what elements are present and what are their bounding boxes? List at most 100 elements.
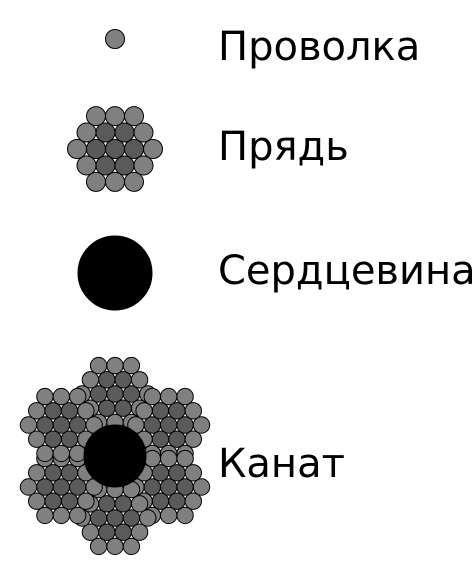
wire-circle <box>114 399 132 417</box>
wire-circle <box>176 449 194 468</box>
wire-circle <box>36 387 54 406</box>
wire-circle <box>176 506 194 525</box>
wire-circle <box>89 537 108 556</box>
wire-label: Проволка <box>218 24 421 70</box>
wire-circle <box>114 523 132 541</box>
wire-circle <box>81 523 100 541</box>
wire-circle <box>98 371 116 389</box>
wire-circle <box>114 122 135 143</box>
wire-circle <box>67 139 87 159</box>
wire-circle <box>60 430 79 448</box>
wire-circle <box>176 416 194 434</box>
rope-label: Канат <box>218 441 345 487</box>
wire-circle <box>159 416 178 434</box>
wire-circle <box>95 155 116 176</box>
wire-circle <box>114 155 135 176</box>
wire-circle <box>184 492 202 510</box>
wire-circle <box>192 478 211 496</box>
wire-circle <box>77 492 95 510</box>
wire-circle <box>69 416 87 434</box>
wire-circle <box>105 29 125 49</box>
wire-circle <box>143 416 161 434</box>
wire-circle <box>86 139 106 159</box>
wire-circle <box>130 371 149 389</box>
wire-circle <box>69 506 87 525</box>
wire-circle <box>143 449 161 468</box>
wire-circle <box>44 402 62 420</box>
wire-circle <box>89 385 108 403</box>
wire-circle <box>60 464 79 482</box>
wire-circle <box>106 385 124 403</box>
wire-circle <box>143 387 161 406</box>
wire-circle <box>159 387 178 406</box>
wire-circle <box>124 139 144 159</box>
wire-circle <box>19 416 38 434</box>
wire-circle <box>69 478 87 496</box>
wire-circle <box>130 495 149 513</box>
wire-circle <box>124 106 144 127</box>
strand-icon <box>67 106 163 192</box>
wire-circle <box>60 402 79 420</box>
wire-circle <box>122 385 141 403</box>
wire-circle <box>52 444 71 463</box>
wire-circle <box>105 106 125 127</box>
wire-circle <box>52 506 71 525</box>
wire-circle <box>122 356 141 375</box>
wire-circle <box>28 492 46 510</box>
core-icon <box>77 235 153 311</box>
wire-circle <box>19 478 38 496</box>
wire-circle <box>122 537 141 556</box>
wire-circle <box>89 356 108 375</box>
wire-circle <box>95 122 116 143</box>
wire-circle <box>133 122 154 143</box>
wire-circle <box>76 155 97 176</box>
wire-circle <box>52 387 71 406</box>
wire-circle <box>81 371 100 389</box>
wire-circle <box>139 509 157 527</box>
wire-circle <box>36 478 54 496</box>
wire-circle <box>184 402 202 420</box>
wire-circle <box>44 492 62 510</box>
wire-circle <box>105 171 125 192</box>
wire-circle <box>69 444 87 463</box>
wire-icon <box>105 29 125 49</box>
wire-circle <box>52 416 71 434</box>
wire-circle <box>114 495 132 513</box>
wire-circle <box>36 444 54 463</box>
wire-circle <box>28 402 46 420</box>
wire-circle <box>122 509 141 527</box>
wire-circle <box>44 430 62 448</box>
wire-circle <box>184 430 202 448</box>
wire-circle <box>159 478 178 496</box>
wire-circle <box>106 356 124 375</box>
wire-circle <box>151 430 170 448</box>
wire-circle <box>168 492 186 510</box>
core-label: Сердцевина <box>218 248 474 294</box>
wire-circle <box>133 155 154 176</box>
wire-circle <box>184 464 202 482</box>
wire-circle <box>124 171 144 192</box>
wire-circle <box>192 416 211 434</box>
strand-label: Прядь <box>218 124 349 170</box>
wire-circle <box>159 506 178 525</box>
wire-circle <box>176 387 194 406</box>
wire-circle <box>168 430 186 448</box>
rope-core-circle <box>83 424 147 488</box>
wire-circle <box>130 523 149 541</box>
wire-circle <box>98 399 116 417</box>
wire-circle <box>151 402 170 420</box>
wire-circle <box>86 106 106 127</box>
wire-circle <box>98 495 116 513</box>
wire-circle <box>151 492 170 510</box>
wire-circle <box>89 509 108 527</box>
wire-circle <box>44 464 62 482</box>
rope-icon <box>19 356 211 556</box>
wire-circle <box>151 464 170 482</box>
wire-circle <box>143 139 163 159</box>
rope-strand <box>73 356 157 432</box>
wire-circle <box>176 478 194 496</box>
wire-circle <box>69 387 87 406</box>
wire-circle <box>105 139 125 159</box>
